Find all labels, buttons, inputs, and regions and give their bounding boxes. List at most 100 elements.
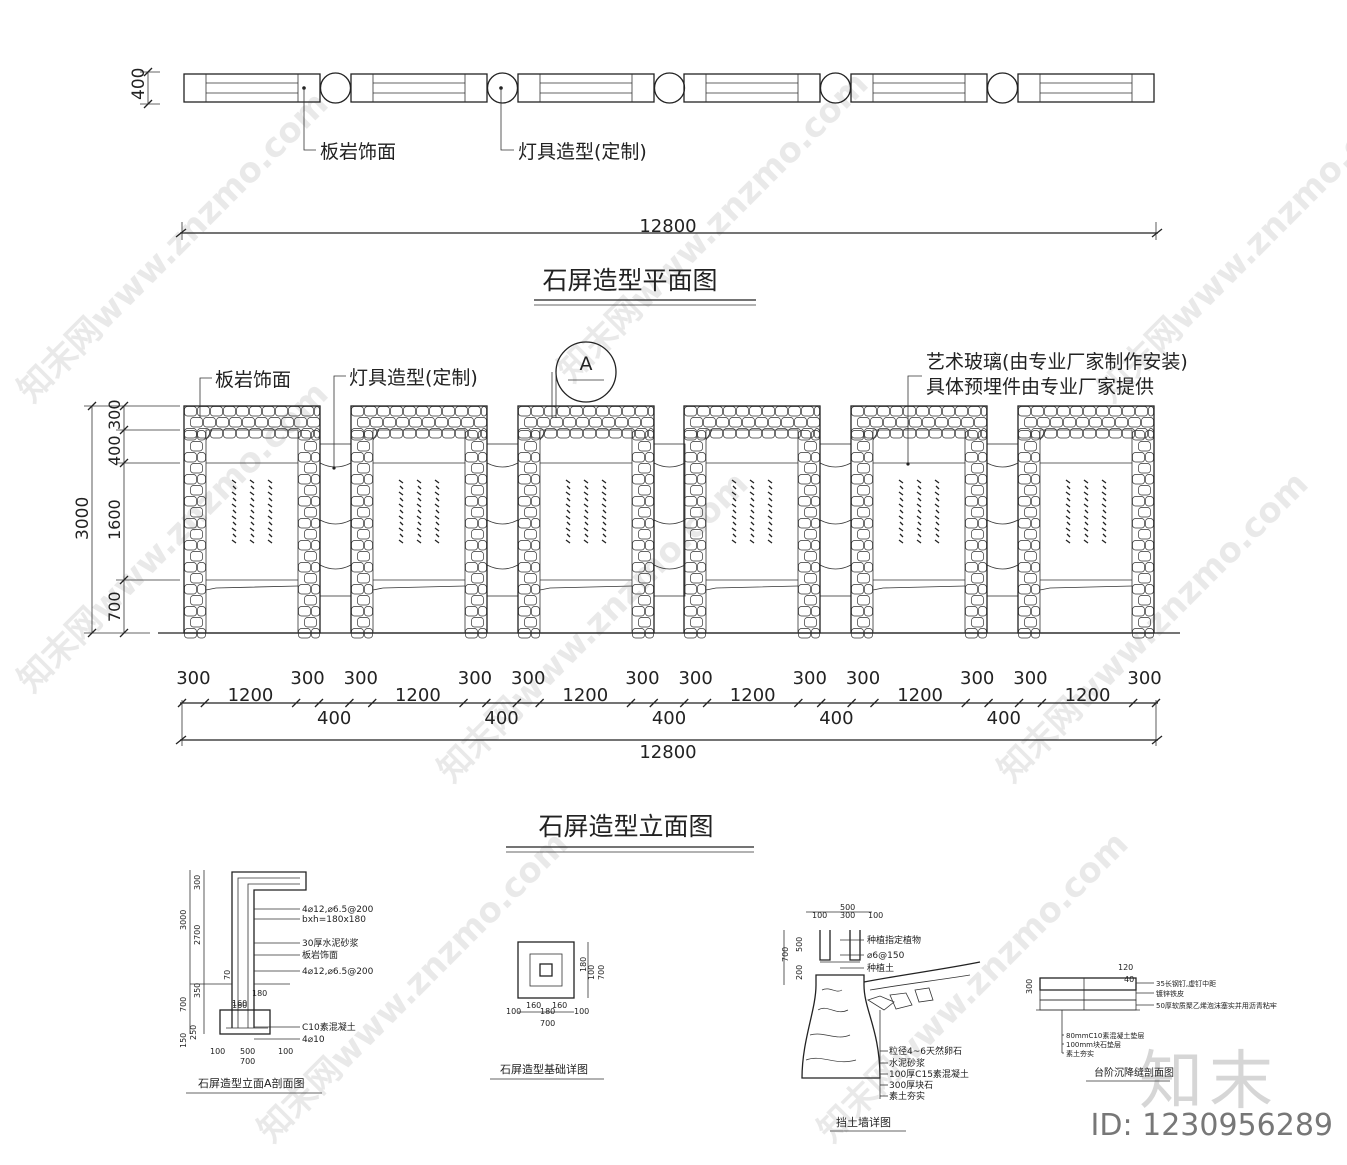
script-glyph [583, 527, 589, 532]
section-note: 4⌀10 [302, 1035, 325, 1045]
dim-label: 400 [819, 708, 853, 729]
script-glyph [898, 503, 904, 508]
section-dim: 300 [193, 875, 202, 890]
script-glyph [768, 509, 773, 514]
script-glyph [1084, 509, 1089, 514]
script-glyph [417, 521, 422, 526]
dim-label: 1200 [228, 685, 274, 706]
elevation-view: 3000 300 400 1600 700 板岩饰面 灯具造型(定制) 艺术玻璃… [73, 341, 1188, 853]
script-glyph [399, 521, 404, 526]
script-glyph [767, 503, 773, 508]
script-glyph [899, 509, 904, 514]
dim-tick [344, 698, 354, 708]
lamp-connector [653, 443, 686, 597]
script-glyph [268, 533, 273, 538]
script-glyph [267, 539, 273, 544]
script-glyph [1066, 521, 1071, 526]
section-dim: 2700 [193, 925, 202, 945]
plan-slate-panel [517, 73, 655, 103]
brand-logo: 知末 [1139, 1045, 1279, 1119]
retaining-note: 种植指定植物 [867, 934, 921, 946]
section-dim: 100 [210, 1047, 225, 1056]
script-glyph [898, 491, 904, 496]
script-glyph [398, 503, 404, 508]
script-glyph [602, 497, 607, 502]
script-glyph [1102, 497, 1107, 502]
dim-label: 300 [290, 668, 324, 689]
script-glyph [231, 491, 237, 496]
dim-tick [1128, 698, 1138, 708]
script-glyph [434, 515, 440, 520]
script-glyph [232, 533, 237, 538]
retaining-dim: 100 [812, 911, 827, 920]
elev-height-total: 3000 [73, 497, 93, 540]
script-glyph [417, 533, 422, 538]
section-note: C10素混凝土 [302, 1021, 356, 1033]
script-glyph [566, 485, 571, 490]
script-glyph [398, 527, 404, 532]
script-glyph [231, 527, 237, 532]
art-glass [705, 429, 799, 634]
script-glyph [898, 479, 904, 484]
script-glyph [268, 485, 273, 490]
elev-height-400: 400 [105, 435, 124, 466]
plan-slate-panel [1017, 73, 1155, 103]
script-glyph [934, 539, 940, 544]
elev-overall-dim: 12800 [639, 742, 696, 763]
script-glyph [731, 491, 737, 496]
stone-panel [350, 405, 488, 639]
script-glyph [267, 479, 273, 484]
script-glyph [249, 479, 255, 484]
plan-panels [183, 72, 1155, 104]
script-glyph [732, 521, 737, 526]
dim-tick [512, 698, 522, 708]
script-glyph [249, 491, 255, 496]
width-dimensions: 3001200300400300120030040030012003004003… [176, 668, 1162, 729]
elev-title: 石屏造型立面图 [538, 812, 713, 841]
script-glyph [1066, 485, 1071, 490]
script-glyph [917, 521, 922, 526]
section-dim: 150 [179, 1033, 188, 1048]
elev-height-700: 700 [105, 591, 124, 622]
script-glyph [899, 485, 904, 490]
script-glyph [250, 509, 255, 514]
script-glyph [1066, 509, 1071, 514]
script-glyph [399, 509, 404, 514]
foundation-dim: 100 [506, 1007, 521, 1016]
detail-step-joint: 台阶沉降缝剖面图 35长钢钉,虚钉中距镀锌铁皮50厚软质聚乙烯泡沫塞实并用沥青粘… [1025, 963, 1277, 1082]
script-glyph [566, 509, 571, 514]
plan-lamp-circle [986, 72, 1019, 104]
script-glyph [750, 509, 755, 514]
script-glyph [602, 485, 607, 490]
script-glyph [434, 503, 440, 508]
dim-tick [291, 698, 301, 708]
script-glyph [434, 491, 440, 496]
script-glyph [767, 527, 773, 532]
script-glyph [768, 485, 773, 490]
script-glyph [1065, 515, 1071, 520]
foundation-dim: 180 [540, 1007, 555, 1016]
script-glyph [231, 515, 237, 520]
script-glyph [601, 503, 607, 508]
script-glyph [749, 539, 755, 544]
script-glyph [1101, 515, 1107, 520]
dim-label: 300 [344, 668, 378, 689]
section-dim: 3000 [179, 910, 188, 930]
section-note: bxh=180x180 [302, 915, 366, 925]
dim-tick [626, 698, 636, 708]
script-glyph [565, 539, 571, 544]
script-glyph [267, 503, 273, 508]
image-id: ID: 1230956289 [1090, 1108, 1333, 1143]
script-glyph [601, 491, 607, 496]
script-glyph [231, 503, 237, 508]
section-notes: 4⌀12,⌀6.5@200bxh=180x18030厚水泥砂浆板岩饰面4⌀12,… [254, 905, 374, 1045]
elev-label-glass-1: 艺术玻璃(由专业厂家制作安装) [926, 351, 1188, 373]
script-glyph [732, 497, 737, 502]
script-glyph [232, 497, 237, 502]
step-dim: 40 [1124, 975, 1134, 984]
retaining-title: 挡土墙详图 [836, 1115, 891, 1129]
script-glyph [566, 521, 571, 526]
script-glyph [268, 509, 273, 514]
